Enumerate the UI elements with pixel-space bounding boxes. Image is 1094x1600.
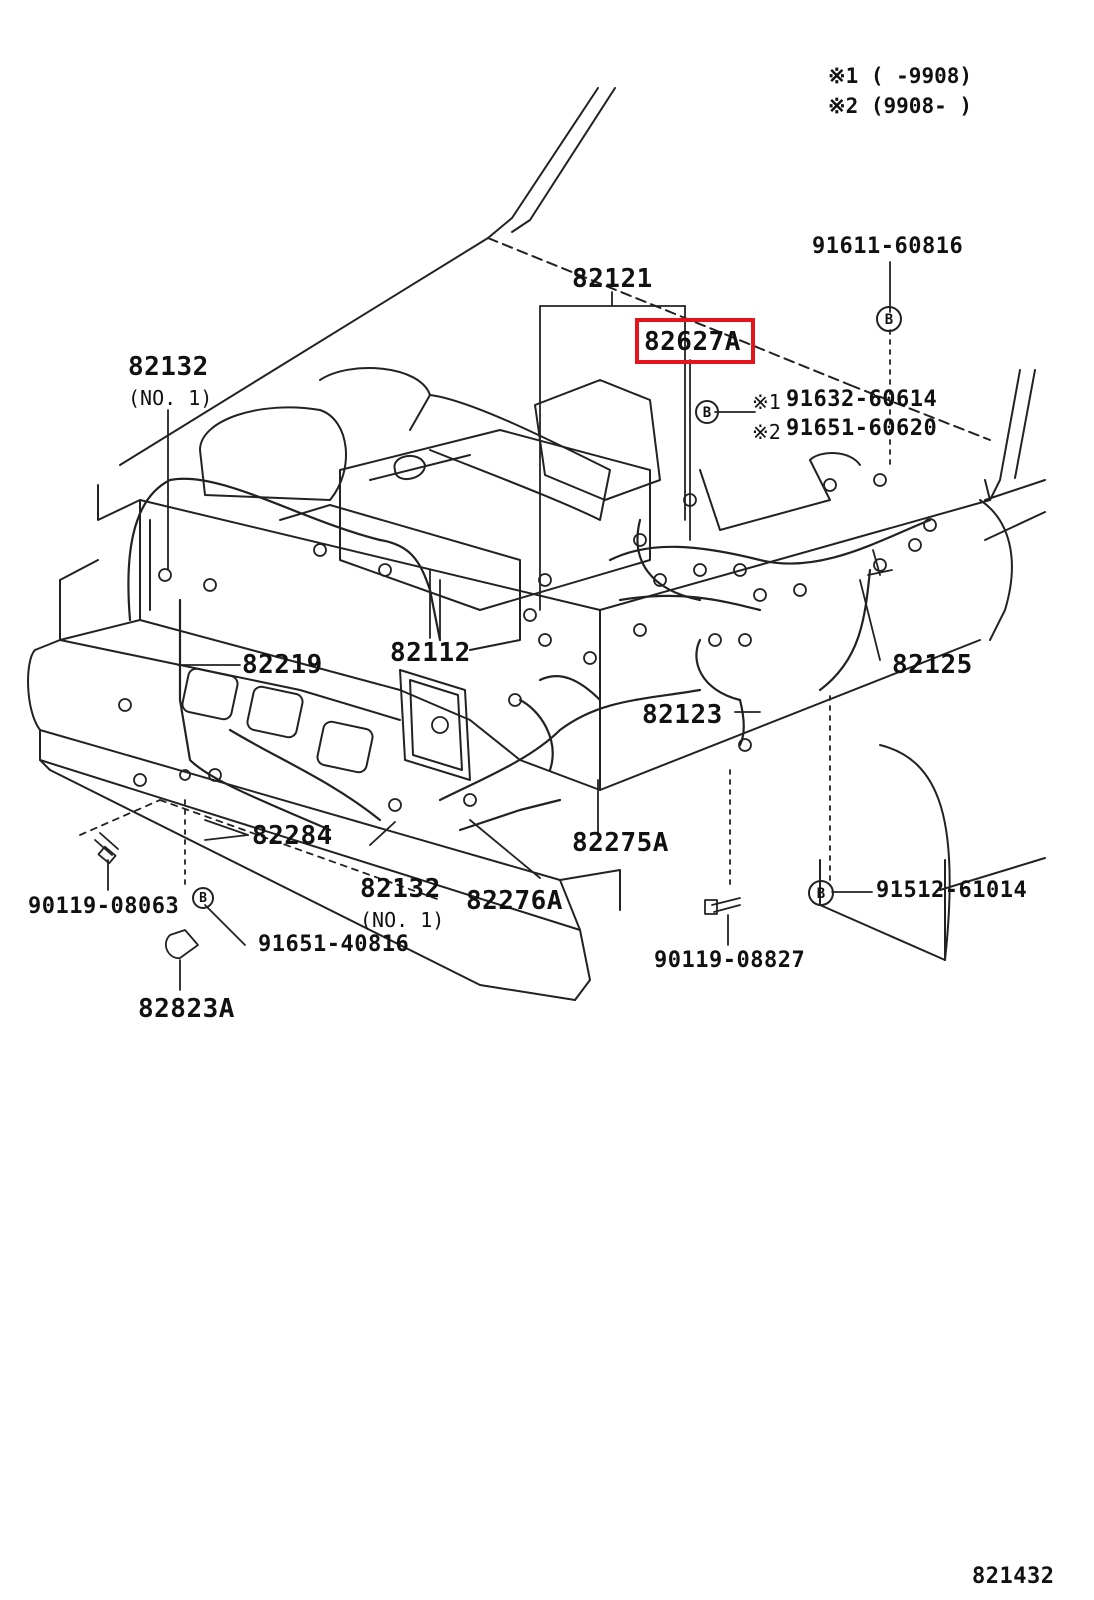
bolt-marker-b-left: B	[192, 887, 214, 909]
fender-outline	[819, 369, 1046, 961]
label-82123[interactable]: 82123	[642, 700, 723, 730]
label-91651-mark: ※2	[752, 420, 781, 444]
engine-components	[199, 367, 861, 651]
diagram-code: 821432	[972, 1564, 1055, 1589]
bolt-marker-b-top: B	[876, 306, 902, 332]
label-91611-60816[interactable]: 91611-60816	[812, 234, 964, 259]
label-82627A[interactable]: 82627A	[644, 327, 741, 357]
label-90119-08827[interactable]: 90119-08827	[654, 948, 806, 973]
bolt-marker-b-mid: B	[695, 400, 719, 424]
label-91651-40816[interactable]: 91651-40816	[258, 932, 410, 957]
hood-outline	[119, 87, 991, 466]
label-91651-60620[interactable]: 91651-60620	[786, 416, 938, 441]
label-91632-mark: ※1	[752, 390, 781, 414]
label-82132-top[interactable]: 82132	[128, 352, 209, 382]
note-1: ※1 ( -9908)	[828, 64, 973, 88]
connectors	[118, 473, 937, 812]
bolt-marker-b-right: B	[808, 880, 834, 906]
label-82112[interactable]: 82112	[390, 638, 471, 668]
fasteners	[94, 549, 893, 959]
label-82132-bottom-sub: (NO. 1)	[360, 908, 445, 932]
label-82125[interactable]: 82125	[892, 650, 973, 680]
label-82132-top-sub: (NO. 1)	[128, 386, 213, 410]
note-2: ※2 (9908- )	[828, 94, 973, 118]
front-body-outline	[27, 479, 991, 1001]
label-82121[interactable]: 82121	[572, 264, 653, 294]
label-91512-61014[interactable]: 91512-61014	[876, 878, 1028, 903]
label-82823A[interactable]: 82823A	[138, 994, 235, 1024]
label-90119-08063[interactable]: 90119-08063	[28, 894, 180, 919]
label-82132-bottom[interactable]: 82132	[360, 874, 441, 904]
wiring-harness	[127, 477, 932, 832]
label-91632-60614[interactable]: 91632-60614	[786, 387, 938, 412]
label-82275A[interactable]: 82275A	[572, 828, 669, 858]
label-82276A[interactable]: 82276A	[466, 886, 563, 916]
highlight-box-82627A	[635, 318, 755, 364]
label-82219[interactable]: 82219	[242, 650, 323, 680]
leader-lines	[79, 261, 891, 991]
label-82284[interactable]: 82284	[252, 821, 333, 851]
